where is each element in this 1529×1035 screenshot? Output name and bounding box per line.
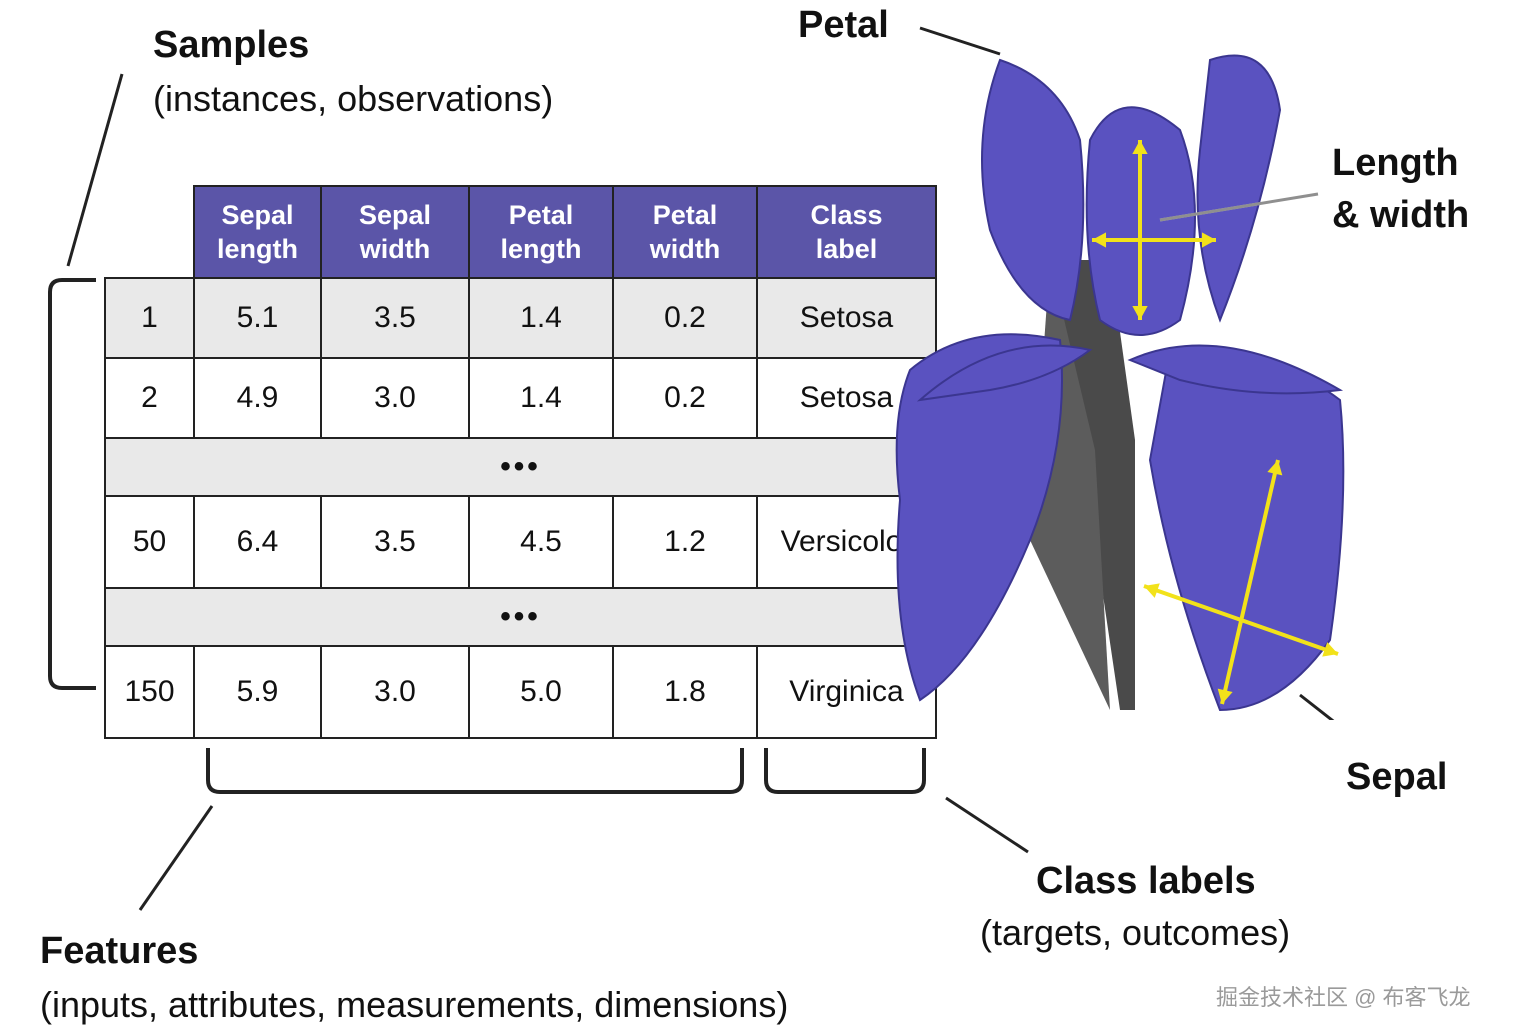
falls-petal-right (1148, 347, 1345, 712)
samples-bracket (48, 278, 96, 690)
ellipsis-cell: ••• (104, 587, 937, 647)
upright-petal-right (1196, 54, 1282, 323)
table-row: 2 4.9 3.0 1.4 0.2 Setosa (104, 357, 937, 439)
class-cell: Virginica (756, 645, 937, 739)
row-id-cell: 1 (104, 277, 195, 359)
ellipsis-row: ••• (104, 587, 937, 647)
sepal-label: Sepal (1346, 756, 1448, 798)
samples-subtitle: (instances, observations) (153, 78, 554, 119)
table-cell: 6.4 (193, 495, 322, 589)
crest-left (916, 344, 1093, 402)
pointer-lines-flower (919, 26, 1335, 720)
crest-right (1127, 344, 1344, 395)
table-cell: 3.0 (320, 357, 470, 439)
petal-width-arrow (1092, 232, 1216, 248)
class-labels-bracket (764, 748, 926, 794)
table-cell: 3.5 (320, 495, 470, 589)
table-row: 1 5.1 3.5 1.4 0.2 Setosa (104, 277, 937, 359)
iris-petals (895, 54, 1345, 712)
table-cell: 5.0 (468, 645, 614, 739)
sepal-width-arrow (1143, 583, 1339, 657)
table-cell: 5.9 (193, 645, 322, 739)
features-subtitle: (inputs, attributes, measurements, dimen… (40, 984, 789, 1025)
features-title: Features (40, 930, 199, 972)
table-cell: 1.4 (468, 277, 614, 359)
table-cell: 4.5 (468, 495, 614, 589)
features-bracket (206, 748, 744, 794)
petal-length-arrow (1132, 140, 1148, 320)
row-id-cell: 50 (104, 495, 195, 589)
measurement-arrows (1092, 140, 1339, 705)
table-row: 150 5.9 3.0 5.0 1.8 Virginica (104, 645, 937, 739)
table-cell: 0.2 (612, 277, 758, 359)
upright-petal-left (981, 58, 1085, 322)
class-labels-title: Class labels (1036, 860, 1256, 902)
table-cell: 3.5 (320, 277, 470, 359)
petal-label: Petal (798, 4, 889, 46)
length-width-label-line1: Length (1332, 142, 1459, 184)
table-cell: 3.0 (320, 645, 470, 739)
row-id-cell: 150 (104, 645, 195, 739)
table-cell: 1.4 (468, 357, 614, 439)
class-labels-subtitle: (targets, outcomes) (980, 912, 1291, 953)
samples-pointer-line (66, 73, 124, 267)
sepal-length-arrow (1217, 459, 1283, 705)
ellipsis-row: ••• (104, 437, 937, 497)
iris-flower-illustration (895, 26, 1345, 720)
class-cell: Setosa (756, 277, 937, 359)
watermark-text: 掘金技术社区 @ 布客飞龙 (1216, 985, 1471, 1010)
class-labels-pointer-line (945, 796, 1029, 854)
falls-petal-left (895, 333, 1063, 702)
features-pointer-line (138, 805, 214, 911)
ellipsis-cell: ••• (104, 437, 937, 497)
table-cell: 1.8 (612, 645, 758, 739)
samples-title: Samples (153, 24, 310, 66)
length-width-label-line2: & width (1332, 194, 1470, 236)
table-cell: 5.1 (193, 277, 322, 359)
row-id-cell: 2 (104, 357, 195, 439)
table-cell: 0.2 (612, 357, 758, 439)
table-cell: 1.2 (612, 495, 758, 589)
table-cell: 4.9 (193, 357, 322, 439)
